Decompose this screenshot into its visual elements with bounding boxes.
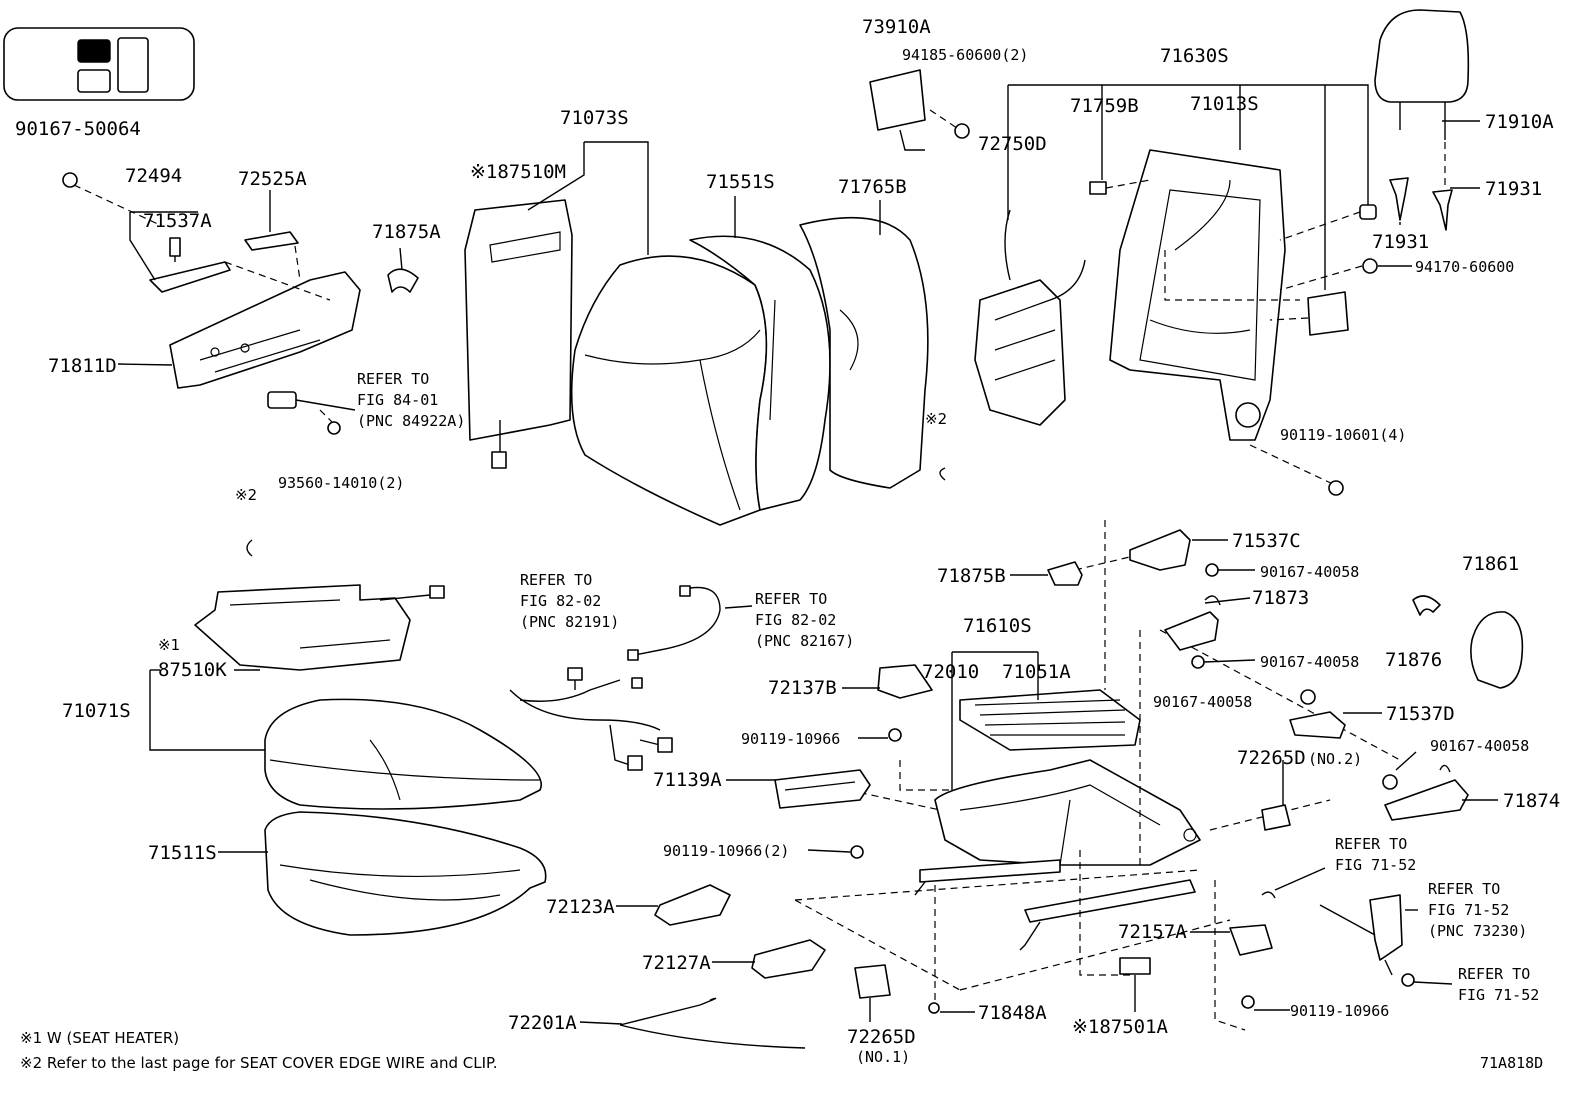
part-number: 90167-40058: [1430, 737, 1529, 755]
part-number: 71537D: [1386, 703, 1455, 725]
part-number: 90167-40058: [1153, 693, 1252, 711]
reference-text: FIG 71-52: [1458, 986, 1539, 1004]
seat-locator-icon: [3, 27, 195, 101]
reference-text: REFER TO: [357, 370, 429, 388]
part-labels: 90167-50064 72494 71537A 72525A 71875A 7…: [15, 16, 1560, 1066]
part-number: 71610S: [963, 615, 1032, 637]
part-number: 73910A: [862, 16, 931, 38]
part-number: 71873: [1252, 587, 1309, 609]
reference-text: FIG 71-52: [1428, 901, 1509, 919]
part-number-qualifier: (NO.1): [856, 1048, 910, 1066]
footnotes: ※1 W (SEAT HEATER) ※2 Refer to the last …: [20, 1029, 1543, 1072]
seat-frame-group: [619, 520, 1524, 1049]
part-number: 72010: [922, 661, 979, 683]
part-number: 71759B: [1070, 95, 1139, 117]
part-number: 71931: [1372, 231, 1429, 253]
part-number: 90119-10966(2): [663, 842, 789, 860]
part-number: 71537A: [143, 210, 212, 232]
seatback-frame-group: [869, 69, 1378, 496]
part-number: 87510K: [158, 659, 227, 681]
seatback-cover-group: [464, 141, 946, 526]
footnote-edge-wire: ※2 Refer to the last page for SEAT COVER…: [20, 1054, 497, 1072]
reference-text: (PNC 84922A): [357, 412, 465, 430]
reference-text: FIG 71-52: [1335, 856, 1416, 874]
part-number: 90167-40058: [1260, 563, 1359, 581]
reference-text: FIG 84-01: [357, 391, 438, 409]
part-number: 71765B: [838, 176, 907, 198]
reference-text: REFER TO: [1458, 965, 1530, 983]
part-number: 72265D: [847, 1026, 916, 1048]
part-number: 71876: [1385, 649, 1442, 671]
part-number: 71071S: [62, 700, 131, 722]
part-number: 72157A: [1118, 921, 1187, 943]
part-number: 90167-50064: [15, 118, 141, 140]
reference-text: REFER TO: [755, 590, 827, 608]
figure-code: 71A818D: [1480, 1054, 1543, 1072]
part-number: 72137B: [768, 677, 837, 699]
part-number: ※187510M: [470, 161, 566, 183]
reference-text: (PNC 82191): [520, 613, 619, 631]
part-number: 94185-60600(2): [902, 46, 1028, 64]
part-number: 71910A: [1485, 111, 1554, 133]
part-number: 90119-10966: [1290, 1002, 1389, 1020]
footnote-seat-heater: ※1 W (SEAT HEATER): [20, 1029, 179, 1047]
note-marker: ※2: [235, 486, 257, 504]
note-marker: ※1: [158, 636, 180, 654]
part-number: 72750D: [978, 133, 1047, 155]
reference-text: FIG 82-02: [755, 611, 836, 629]
part-number: ※187501A: [1072, 1016, 1169, 1038]
part-number: 72525A: [238, 168, 307, 190]
part-number: 71051A: [1002, 661, 1071, 683]
part-number: 71073S: [560, 107, 629, 129]
part-number: 71630S: [1160, 45, 1229, 67]
part-number: 94170-60600: [1415, 258, 1514, 276]
reference-text: REFER TO: [1428, 880, 1500, 898]
part-number: 71874: [1503, 790, 1560, 812]
part-number: 71139A: [653, 769, 722, 791]
part-number: 71511S: [148, 842, 217, 864]
part-number: 72494: [125, 165, 182, 187]
note-marker: ※2: [925, 410, 947, 428]
part-number: 71013S: [1190, 93, 1259, 115]
part-number: 71537C: [1232, 530, 1301, 552]
wire-harness-group: [509, 585, 721, 771]
part-number: 72127A: [642, 952, 711, 974]
part-number: 72265D: [1237, 747, 1306, 769]
locator-active-seat: [77, 39, 111, 63]
seat-cushion-group: [149, 584, 547, 936]
part-number: 90167-40058: [1260, 653, 1359, 671]
part-number: 71551S: [706, 171, 775, 193]
part-number: 93560-14010(2): [278, 474, 404, 492]
side-shield-group: [62, 172, 419, 557]
part-number: 71811D: [48, 355, 117, 377]
reference-text: REFER TO: [520, 571, 592, 589]
part-number: 71875B: [937, 565, 1006, 587]
part-number: 72201A: [508, 1012, 577, 1034]
part-number-qualifier: (NO.2): [1308, 750, 1362, 768]
part-number: 72123A: [546, 896, 615, 918]
part-number: 90119-10966: [741, 730, 840, 748]
part-number: 71875A: [372, 221, 441, 243]
reference-text: REFER TO: [1335, 835, 1407, 853]
reference-text: FIG 82-02: [520, 592, 601, 610]
reference-text: (PNC 73230): [1428, 922, 1527, 940]
part-number: 71848A: [978, 1002, 1047, 1024]
part-number: 71931: [1485, 178, 1542, 200]
part-number: 71861: [1462, 553, 1519, 575]
part-number: 90119-10601(4): [1280, 426, 1406, 444]
headrest-group: [1374, 9, 1470, 231]
reference-text: (PNC 82167): [755, 632, 854, 650]
leader-lines: [117, 120, 1498, 1025]
